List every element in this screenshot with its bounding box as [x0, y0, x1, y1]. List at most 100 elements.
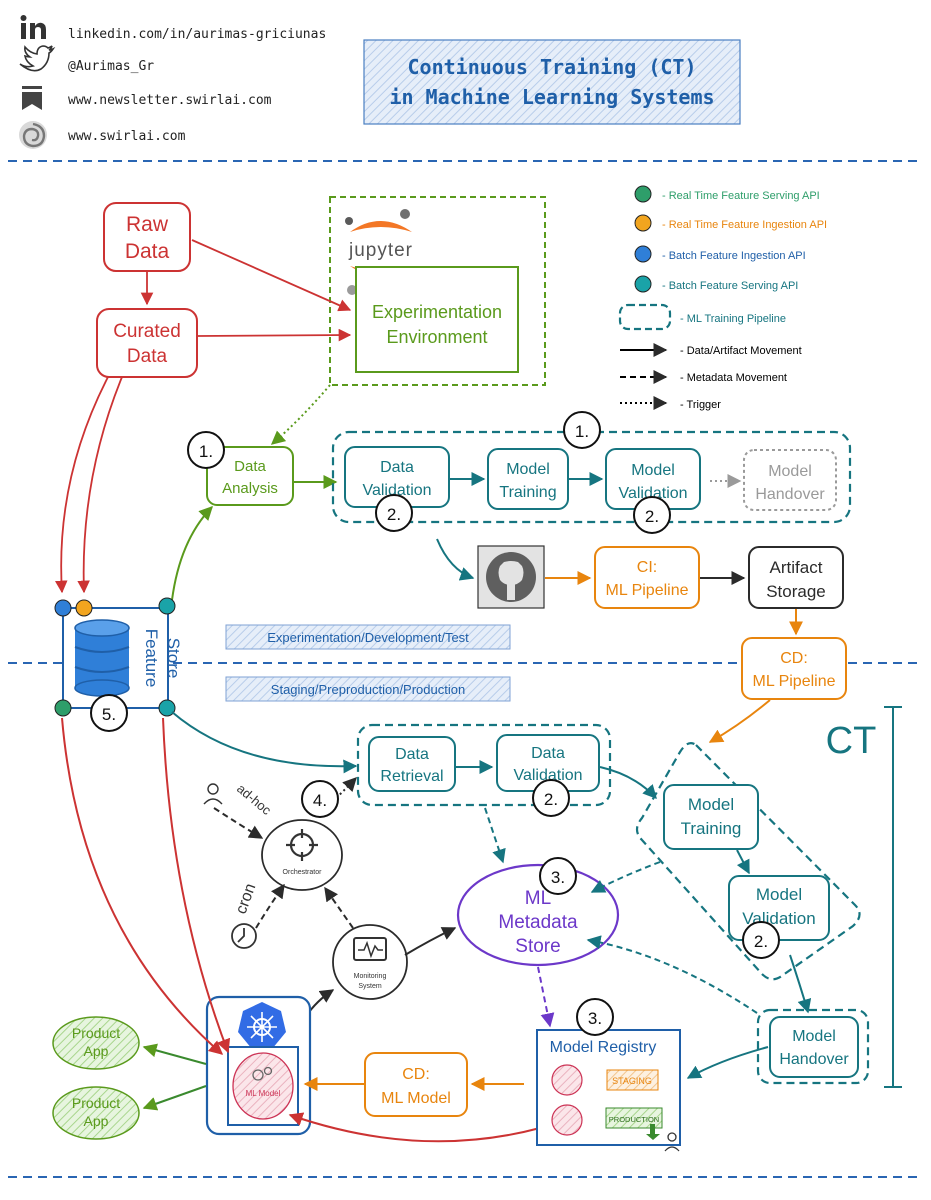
- node-label: Validation: [513, 767, 582, 784]
- node-label: Training: [681, 819, 742, 838]
- step-badge: [375, 494, 413, 532]
- experimentation-pipeline-frame: [331, 430, 852, 524]
- realtime-serving-api-dot: [54, 699, 72, 717]
- env-label-staging: Staging/Preproduction/Production: [225, 676, 511, 702]
- promote-arrow-icon: [646, 1124, 660, 1140]
- ml-metadata-store-node: ML Metadata Store: [456, 863, 620, 967]
- step-badge-label: 3.: [588, 1009, 602, 1028]
- arrow-training-to-validation: [736, 849, 750, 875]
- arrow-curated-to-feature-store-1: [55, 376, 109, 594]
- node-label: Data: [127, 346, 168, 367]
- node-label: CI:: [637, 559, 657, 576]
- step-badge: [563, 411, 601, 449]
- arrow-cd-to-ct-pipeline: [708, 699, 771, 743]
- step-badge: [532, 779, 570, 817]
- metadata-arrow-retrieval: [484, 807, 506, 864]
- jupyter-logo-dot: [345, 217, 353, 225]
- step-badge: [742, 921, 780, 959]
- arrow-model-to-app-2: [142, 1085, 207, 1111]
- artifact-storage-node: Artifact Storage: [748, 546, 844, 609]
- step-badge-label: 5.: [102, 705, 116, 724]
- prod-model-training-node: Model Training: [663, 784, 759, 850]
- node-label: App: [84, 1043, 109, 1059]
- batch-serving-api-dot: [158, 597, 176, 615]
- twitter-link[interactable]: @Aurimas_Gr: [68, 59, 154, 74]
- node-label: ML Pipeline: [752, 673, 835, 690]
- ct-label: CT: [826, 720, 877, 762]
- node-label: Data: [125, 240, 170, 263]
- step-badge-label: 2.: [544, 790, 558, 809]
- production-handover-frame: [756, 1008, 870, 1085]
- node-label: Data: [531, 745, 565, 762]
- arrow-feature-store-to-analysis: [171, 505, 213, 601]
- node-label: Model: [792, 1028, 836, 1045]
- product-app-2-node: Product App: [52, 1086, 140, 1140]
- orchestrator-node: Orchestrator: [261, 819, 343, 891]
- twitter-icon: [19, 45, 56, 72]
- bookmark-icon: [22, 86, 42, 110]
- node-label: System: [358, 983, 382, 990]
- node-label: Feature: [142, 629, 161, 688]
- legend-item: - Real Time Feature Ingestion API: [662, 219, 827, 231]
- cd-pipeline-node: CD: ML Pipeline: [741, 637, 847, 700]
- social-links: linkedin.com/in/aurimas-griciunas @Aurim…: [19, 15, 326, 149]
- jupyter-arc-top: [350, 221, 412, 232]
- staging-tag: [606, 1069, 659, 1091]
- ct-bracket: CT: [826, 706, 902, 1088]
- prod-model-handover-node: Model Handover: [769, 1016, 859, 1078]
- node-label: Store: [515, 936, 560, 957]
- node-label: Product: [72, 1025, 120, 1041]
- legend: - Real Time Feature Serving API - Real T…: [618, 185, 827, 411]
- node-label: Handover: [755, 486, 825, 503]
- node-label: Data: [380, 459, 414, 476]
- exp-model-handover-node: Model Handover: [743, 449, 837, 511]
- node-label: ML Pipeline: [605, 582, 688, 599]
- node-label: App: [84, 1113, 109, 1129]
- step-badge-label: 3.: [551, 868, 565, 887]
- step-badge: [187, 431, 225, 469]
- node-label: Raw: [126, 213, 169, 236]
- website-link[interactable]: www.swirlai.com: [68, 129, 186, 144]
- trigger-experimentation-to-analysis: [270, 384, 331, 445]
- metadata-arrow-handover: [586, 935, 758, 1014]
- node-label: Model: [688, 795, 734, 814]
- prod-data-retrieval-node: Data Retrieval: [368, 736, 456, 792]
- node-label: Retrieval: [380, 768, 443, 785]
- cron-clock-icon: [231, 923, 257, 949]
- prod-model-validation-node: Model Validation: [728, 875, 830, 941]
- arrow-handover-to-registry: [686, 1046, 769, 1079]
- newsletter-link[interactable]: www.newsletter.swirlai.com: [68, 93, 272, 108]
- database-icon: [74, 619, 130, 697]
- step-badge-label: 2.: [387, 505, 401, 524]
- step-badge-label: 1.: [199, 442, 213, 461]
- node-label: Curated: [113, 321, 181, 342]
- arrow-feature-store-to-model-2: [162, 717, 231, 1054]
- title-line-2: in Machine Learning Systems: [389, 85, 714, 109]
- arrow-registry-to-model: [288, 1112, 541, 1143]
- arrow-ad-hoc-to-orchestrator: [213, 807, 264, 839]
- linkedin-icon: [20, 15, 46, 39]
- swirl-logo-icon: [19, 121, 47, 149]
- arrow-feature-store-to-model-1: [61, 717, 224, 1055]
- jupyter-environment: jupyter Experimentation Environment: [329, 196, 546, 386]
- metadata-arrow-to-registry: [537, 966, 555, 1028]
- step-badge-label: 2.: [754, 932, 768, 951]
- node-label: Model: [756, 885, 802, 904]
- linkedin-link[interactable]: linkedin.com/in/aurimas-griciunas: [68, 27, 326, 42]
- registry-model-icon: [551, 1104, 583, 1136]
- batch-serving-api-dot: [158, 699, 176, 717]
- ad-hoc-user-icon: [203, 783, 223, 805]
- legend-orange-dot: [634, 214, 652, 232]
- node-label: Environment: [386, 327, 487, 347]
- step-badge: [539, 857, 577, 895]
- arrow-validation-to-handover: [789, 954, 812, 1014]
- step-badge: [301, 780, 339, 818]
- monitor-icon: [353, 937, 387, 961]
- legend-item: - ML Training Pipeline: [680, 313, 786, 325]
- legend-green-dot: [634, 185, 652, 203]
- node-label: Artifact: [770, 558, 823, 577]
- step-badge: [576, 998, 614, 1036]
- legend-item: - Data/Artifact Movement: [680, 345, 802, 357]
